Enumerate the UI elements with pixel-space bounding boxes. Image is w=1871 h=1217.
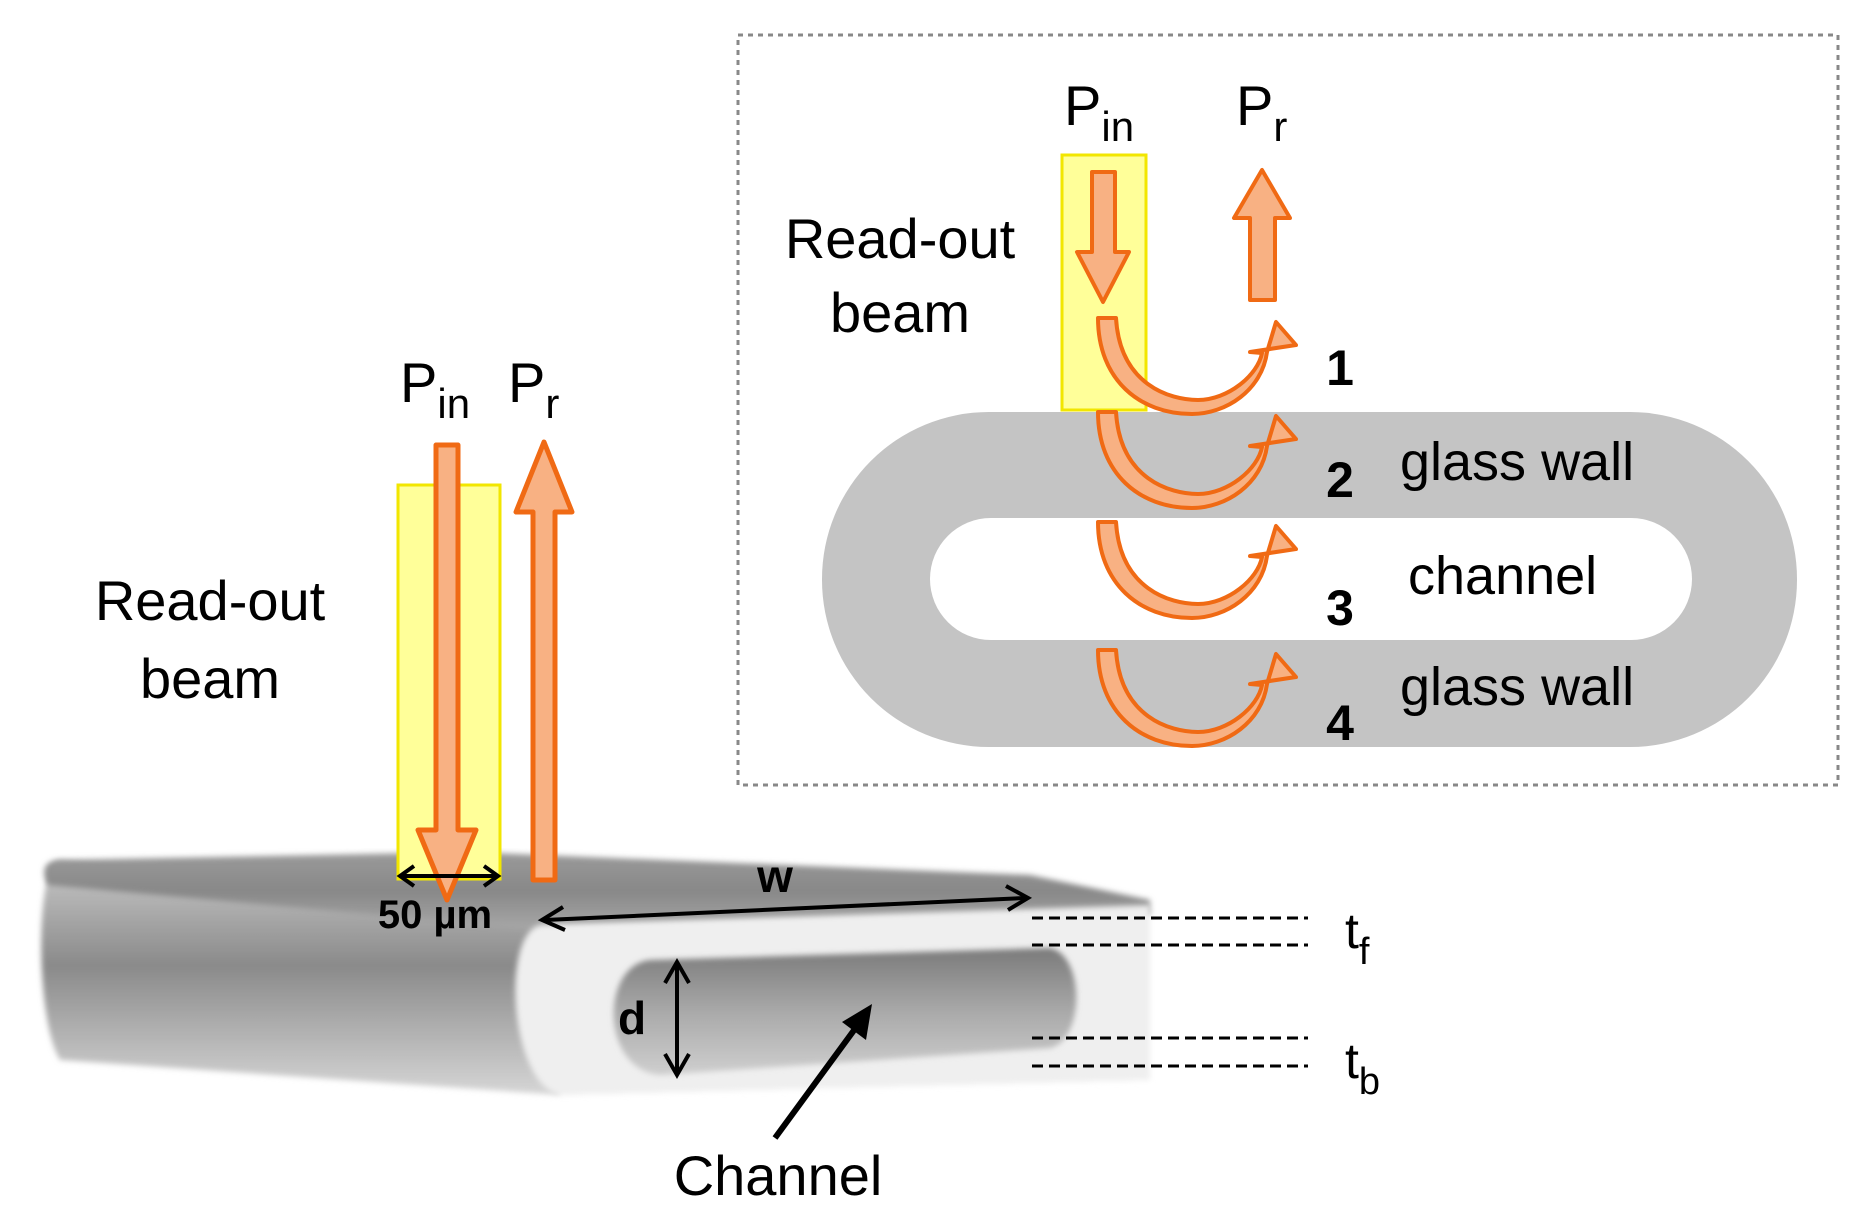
channel-pointer-arrow [772,1004,872,1140]
beam-width-dimension [396,864,502,888]
t-b-label: tb [1345,1033,1380,1103]
inset-p-in-label: Pin [1064,74,1134,150]
p-r-arrow [513,439,575,883]
inset-readout-label-line2: beam [830,281,970,344]
width-label: w [756,850,793,902]
left-readout-label-line2: beam [140,647,280,710]
reflection-arrow-2 [1096,410,1298,510]
inset-readout-label-line1: Read-out [785,207,1016,270]
depth-label: d [618,992,646,1044]
capillary-top-face [44,852,1150,930]
channel-label: Channel [674,1144,883,1207]
inset-p-r-arrow [1232,168,1292,302]
glass-wall-top-label: glass wall [1400,432,1634,492]
glass-wall-bottom-label: glass wall [1400,657,1634,717]
reflection-number-1: 1 [1326,340,1354,396]
thickness-guides [1032,916,1308,1068]
inset-p-r-label: Pr [1236,74,1287,150]
left-p-r-label: Pr [508,351,559,427]
channel-opening [613,948,1077,1075]
channel-layer-label: channel [1408,546,1597,606]
beam-width-label: 50 µm [378,893,492,937]
reflection-arrow-1 [1096,316,1298,416]
depth-dimension-arrow [663,957,691,1080]
inset-p-in-arrow [1075,170,1131,304]
p-in-arrow [415,442,479,903]
reflection-number-3: 3 [1326,580,1354,636]
left-p-in-label: Pin [400,351,470,427]
inset-frame [736,33,1840,787]
left-readout-label-line1: Read-out [95,569,326,632]
width-dimension-arrow [537,884,1033,932]
reflection-number-4: 4 [1326,695,1354,751]
t-f-label: tf [1345,903,1370,973]
reflection-arrow-3 [1096,520,1298,620]
reflection-number-2: 2 [1326,452,1354,508]
capillary-device [41,852,1150,1095]
reflection-arrow-4 [1096,648,1298,748]
